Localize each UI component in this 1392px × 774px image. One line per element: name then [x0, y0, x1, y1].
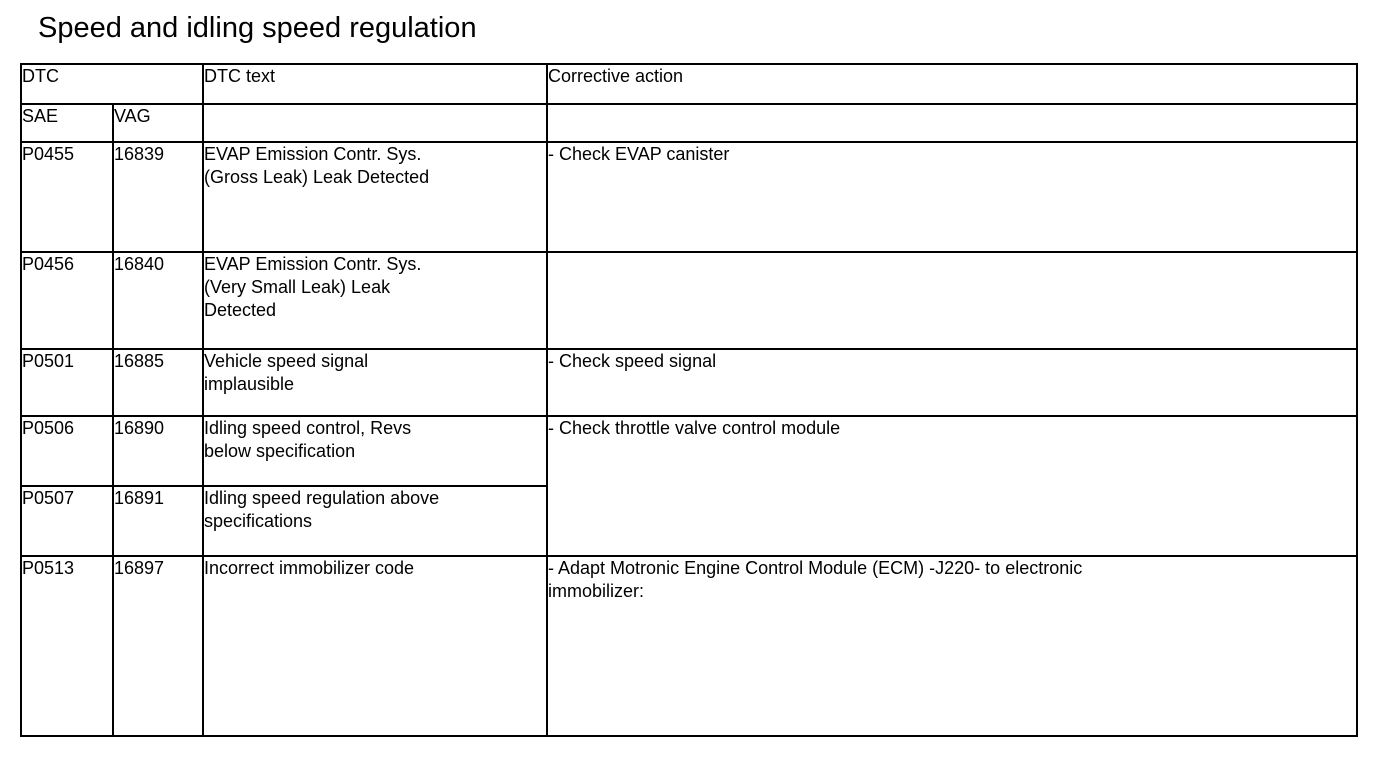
cell-sae: P0501 — [20, 348, 114, 417]
dtc-text-value: Incorrect immobilizer code — [204, 558, 415, 578]
cell-dtc-text: EVAP Emission Contr. Sys. (Gross Leak) L… — [202, 141, 548, 253]
dtc-text-value: Vehicle speed signal implausible — [204, 351, 369, 394]
cell-vag: 16897 — [112, 555, 204, 737]
table-row: P0507 16891 Idling speed regulation abov… — [20, 485, 1357, 557]
cell-corrective-action: - Adapt Motronic Engine Control Module (… — [546, 555, 1358, 737]
cell-corrective-action — [546, 251, 1358, 350]
cell-vag: 16839 — [112, 141, 204, 253]
cell-sae: P0513 — [20, 555, 114, 737]
table-row: P0513 16897 Incorrect immobilizer code -… — [20, 555, 1358, 737]
table-body: P0455 16839 EVAP Emission Contr. Sys. (G… — [20, 141, 1358, 737]
column-header-corrective-action-sub — [546, 103, 1358, 143]
column-header-sae: SAE — [20, 103, 114, 143]
dtc-text-value: EVAP Emission Contr. Sys. (Very Small Le… — [204, 254, 422, 320]
cell-dtc-text: Vehicle speed signal implausible — [202, 348, 548, 417]
cell-sae: P0507 — [20, 485, 114, 557]
cell-corrective-action: - Check EVAP canister — [546, 141, 1358, 253]
cell-vag: 16840 — [112, 251, 204, 350]
cell-sae: P0456 — [20, 251, 114, 350]
cell-vag: 16885 — [112, 348, 204, 417]
cell-vag: 16890 — [112, 415, 204, 487]
column-header-dtc-text: DTC text — [202, 63, 548, 105]
corrective-action-value: - Adapt Motronic Engine Control Module (… — [548, 558, 1083, 601]
corrective-action-value: - Check throttle valve control module — [548, 418, 841, 438]
corrective-action-value: - Check speed signal — [548, 351, 717, 371]
dtc-table: DTC DTC text Corrective action SAE VAG P… — [20, 63, 1358, 737]
cell-vag: 16891 — [112, 485, 204, 557]
dtc-text-value: EVAP Emission Contr. Sys. (Gross Leak) L… — [204, 144, 430, 187]
table-row: P0456 16840 EVAP Emission Contr. Sys. (V… — [20, 251, 1358, 350]
cell-dtc-text: Incorrect immobilizer code — [202, 555, 548, 737]
dtc-text-value: Idling speed regulation above specificat… — [204, 488, 440, 531]
table-header: DTC DTC text Corrective action SAE VAG — [20, 63, 1358, 143]
column-header-dtc: DTC — [20, 63, 204, 105]
cell-sae: P0506 — [20, 415, 114, 487]
cell-corrective-action: - Check throttle valve control module — [546, 415, 1358, 557]
column-header-dtc-text-sub — [202, 103, 548, 143]
table-row: P0506 16890 Idling speed control, Revs b… — [20, 415, 1358, 557]
cell-dtc-text: EVAP Emission Contr. Sys. (Very Small Le… — [202, 251, 548, 350]
table-header-row-secondary: SAE VAG — [20, 103, 1358, 143]
cell-dtc-text: Idling speed regulation above specificat… — [202, 485, 548, 557]
table-row: P0501 16885 Vehicle speed signal implaus… — [20, 348, 1358, 417]
cell-dtc-text: Idling speed control, Revs below specifi… — [202, 415, 548, 487]
table-row: P0455 16839 EVAP Emission Contr. Sys. (G… — [20, 141, 1358, 253]
dtc-text-value: Idling speed control, Revs below specifi… — [204, 418, 412, 461]
table-header-row-primary: DTC DTC text Corrective action — [20, 63, 1358, 105]
corrective-action-value: - Check EVAP canister — [548, 144, 730, 164]
cell-corrective-action: - Check speed signal — [546, 348, 1358, 417]
page-title: Speed and idling speed regulation — [38, 12, 477, 44]
column-header-vag: VAG — [112, 103, 204, 143]
column-header-corrective-action: Corrective action — [546, 63, 1358, 105]
cell-sae: P0455 — [20, 141, 114, 253]
